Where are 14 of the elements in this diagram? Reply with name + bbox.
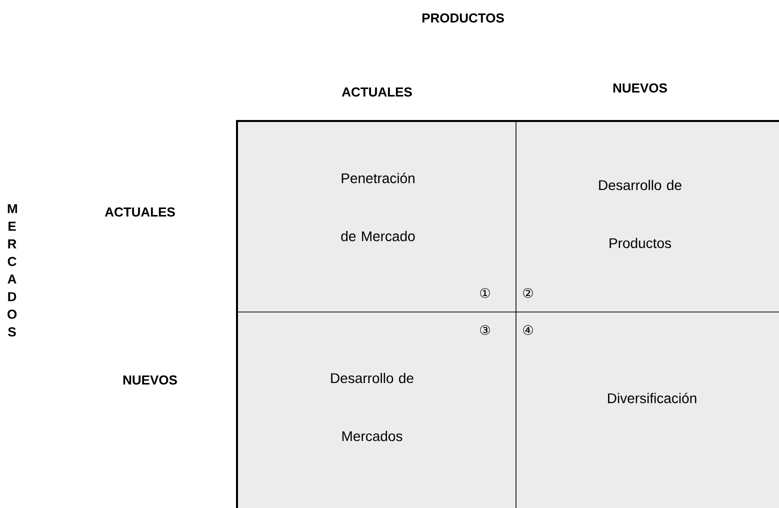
circled-number: ② [523,288,533,298]
cell-title: Diversificación [608,392,696,404]
circled-number: ④ [523,325,533,335]
axis-label: ACTUALES [104,207,175,217]
axis-label: ACTUALES [342,87,412,97]
axis-label: MERCADOS [8,204,17,336]
circled-number: ① [480,288,490,298]
axis-label: NUEVOS [123,375,177,385]
circled-number: ③ [480,325,490,335]
axis-label: NUEVOS [613,83,667,93]
cell-title: Desarrollo de Productos [599,180,682,248]
cell-title: Penetración de Mercado [341,172,415,242]
axis-label: PRODUCTOS [422,13,504,23]
cell-title: Desarrollo de Mercados [331,372,414,442]
